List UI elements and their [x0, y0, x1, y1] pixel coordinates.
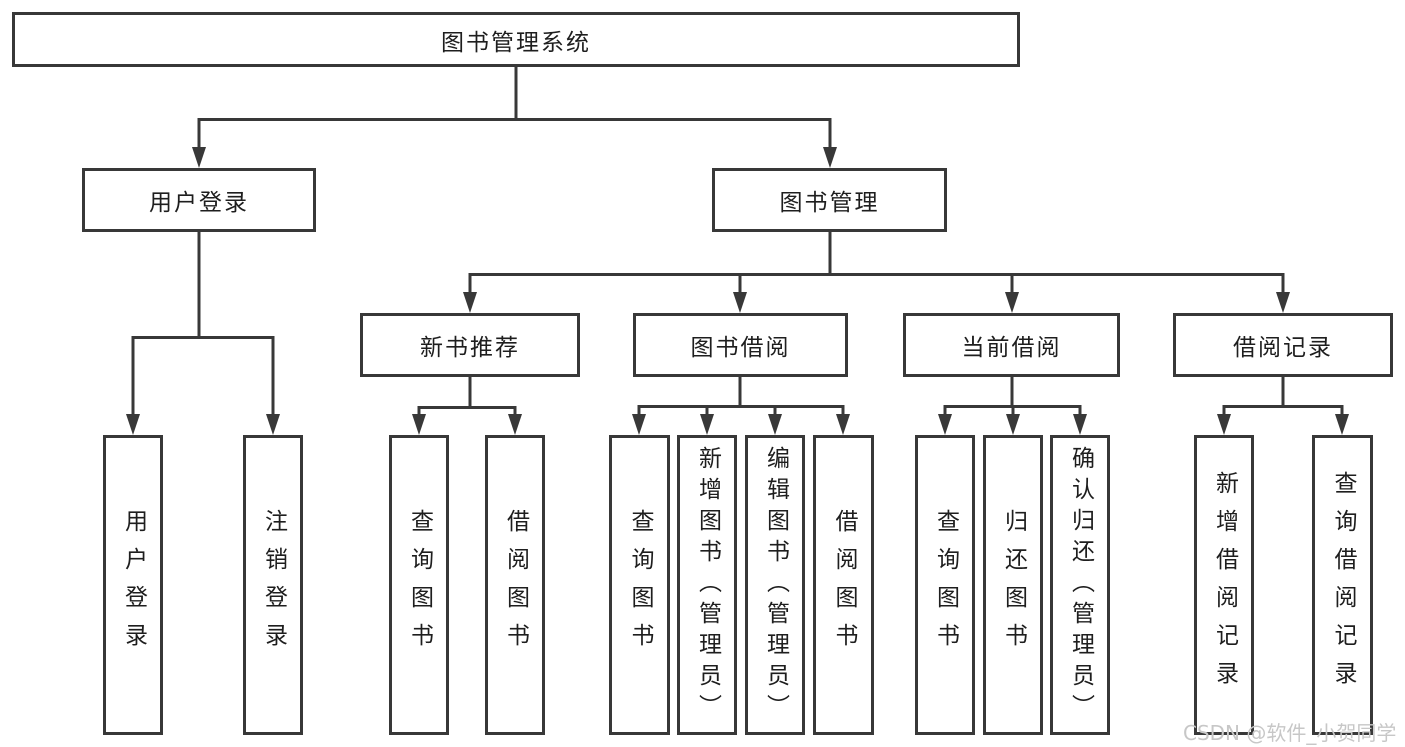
node-label: 查询图书 — [627, 509, 653, 661]
node-label: 图书借阅 — [690, 335, 791, 361]
csdn-watermark: CSDN @软件_小贺同学 — [1183, 721, 1397, 745]
leaf-borrow-books: 借阅图书 — [813, 435, 874, 735]
node-label: 用户登录 — [120, 509, 147, 661]
node-label: 查询图书 — [406, 509, 433, 661]
node-current-borrowing: 当前借阅 — [903, 313, 1120, 377]
node-label: 归还图书 — [1000, 509, 1027, 661]
leaf-logout: 注销登录 — [243, 435, 303, 735]
node-new-book-recommendation: 新书推荐 — [360, 313, 580, 377]
node-label: 查询借阅记录 — [1330, 471, 1356, 699]
leaf-add-books-admin: 新增图书（管理员） — [677, 435, 737, 735]
leaf-user-login: 用户登录 — [103, 435, 163, 735]
node-label: 查询图书 — [932, 509, 959, 661]
leaf-query-borrow-record: 查询借阅记录 — [1312, 435, 1373, 735]
node-book-borrowing: 图书借阅 — [633, 313, 848, 377]
node-label: 借阅记录 — [1233, 335, 1333, 361]
node-library-management-system: 图书管理系统 — [12, 12, 1020, 67]
leaf-query-books-recommend: 查询图书 — [389, 435, 449, 735]
leaf-return-books: 归还图书 — [983, 435, 1043, 735]
node-label: 编辑图书（管理员） — [762, 445, 789, 725]
leaf-query-books-current: 查询图书 — [915, 435, 975, 735]
leaf-query-books-borrow: 查询图书 — [609, 435, 670, 735]
node-label: 图书管理系统 — [441, 29, 591, 56]
node-label: 借阅图书 — [502, 509, 529, 661]
node-borrowing-records: 借阅记录 — [1173, 313, 1393, 377]
leaf-add-borrow-record: 新增借阅记录 — [1194, 435, 1254, 735]
node-label: 新书推荐 — [420, 335, 520, 361]
node-user-login-branch: 用户登录 — [82, 168, 316, 232]
node-label: 确认归还（管理员） — [1067, 445, 1094, 725]
node-label: 新增借阅记录 — [1211, 471, 1238, 699]
node-label: 借阅图书 — [831, 509, 857, 661]
leaf-borrow-books-recommend: 借阅图书 — [485, 435, 545, 735]
node-book-management-branch: 图书管理 — [712, 168, 947, 232]
leaf-edit-books-admin: 编辑图书（管理员） — [745, 435, 805, 735]
node-label: 图书管理 — [779, 190, 880, 216]
node-label: 注销登录 — [260, 509, 287, 661]
node-label: 新增图书（管理员） — [694, 445, 721, 725]
node-label: 当前借阅 — [961, 335, 1062, 361]
leaf-confirm-return-admin: 确认归还（管理员） — [1050, 435, 1110, 735]
node-label: 用户登录 — [149, 190, 249, 216]
